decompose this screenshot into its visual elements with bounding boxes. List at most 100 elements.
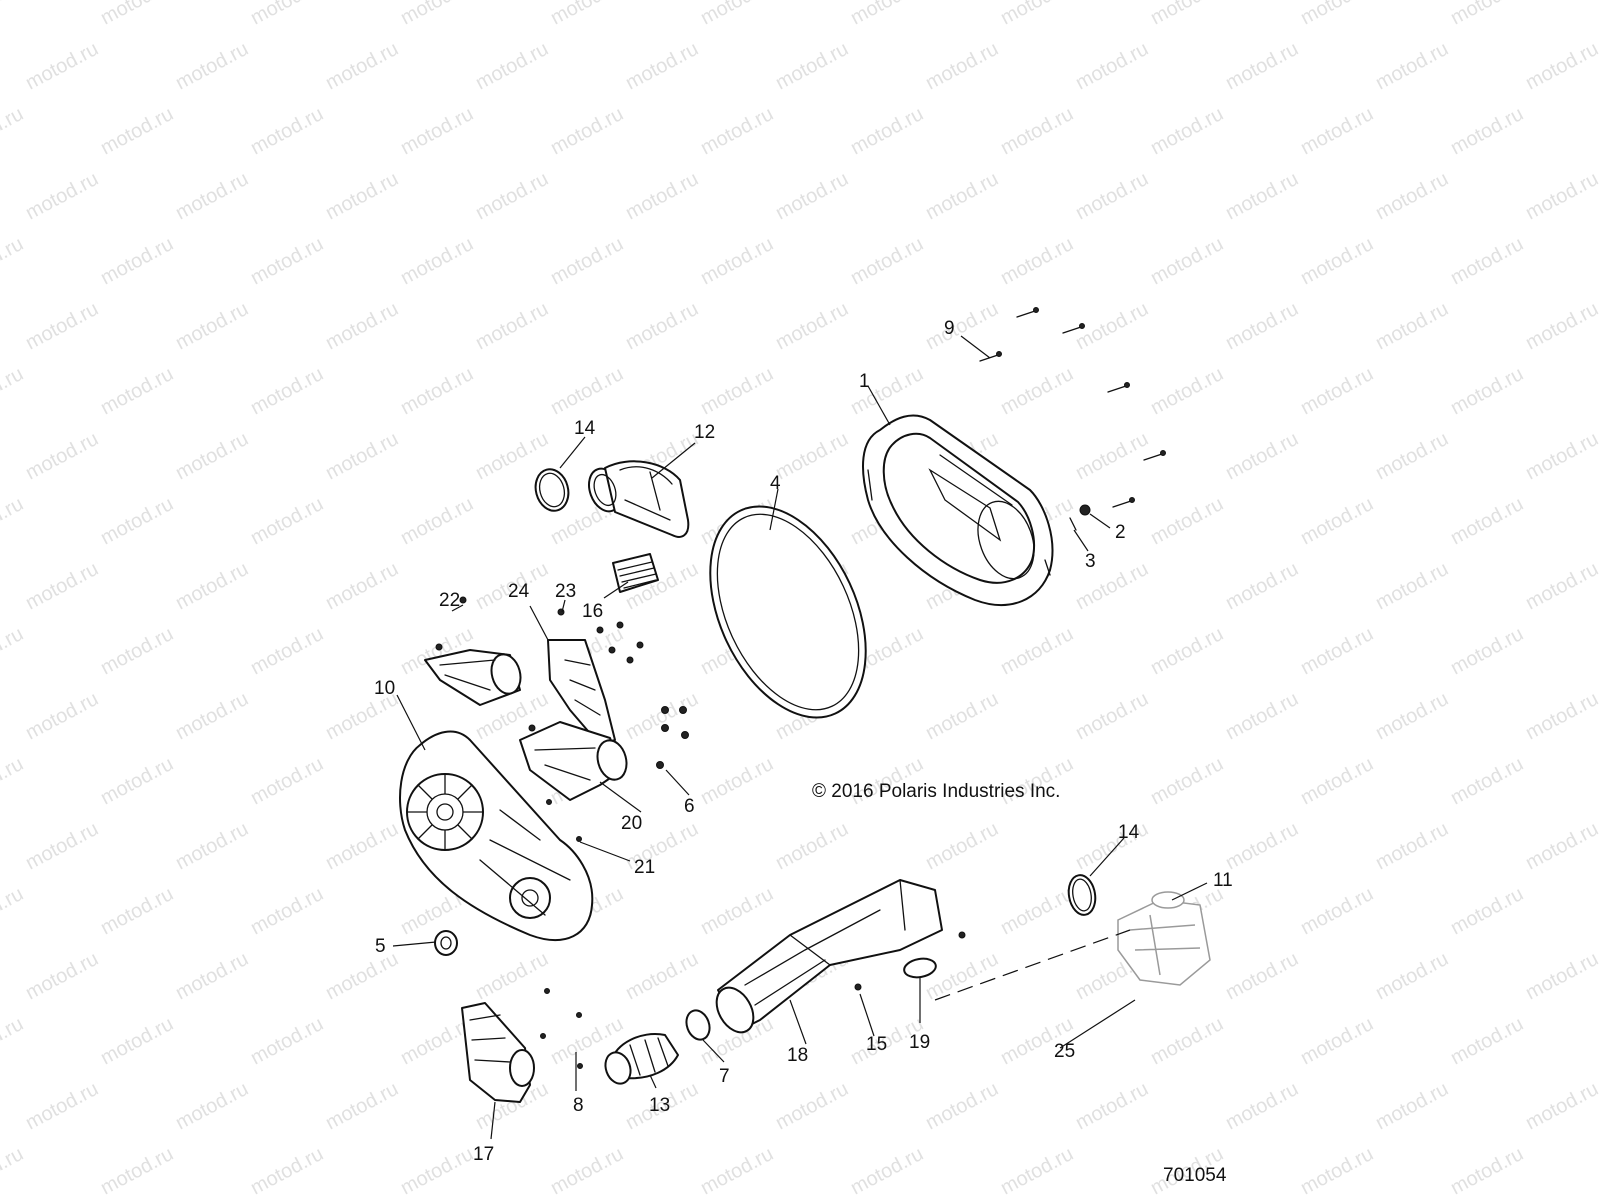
watermark-text: motod.ru — [997, 883, 1077, 939]
watermark-text: motod.ru — [322, 1078, 402, 1134]
part-long-duct-18 — [715, 879, 943, 1034]
watermark-text: motod.ru — [1072, 428, 1152, 484]
watermark-text: motod.ru — [0, 1143, 27, 1199]
watermark-text: motod.ru — [22, 818, 102, 874]
watermark-text: motod.ru — [1297, 753, 1377, 809]
callout-14-upper: 14 — [574, 418, 596, 439]
watermark-text: motod.ru — [172, 818, 252, 874]
callout-12: 12 — [694, 422, 715, 443]
watermark-text: motod.ru — [997, 363, 1077, 419]
watermark-text: motod.ru — [1372, 818, 1452, 874]
part-airbox-11 — [1117, 891, 1211, 986]
watermark-text: motod.ru — [247, 753, 327, 809]
watermark-text: motod.ru — [0, 233, 27, 289]
part-reference-line-25 — [934, 929, 1136, 1049]
part-bolts-9 — [979, 307, 1166, 508]
watermark-text: motod.ru — [172, 558, 252, 614]
callout-25: 25 — [1054, 1041, 1075, 1062]
watermark-text: motod.ru — [397, 233, 477, 289]
watermark-text: motod.ru — [772, 38, 852, 94]
watermark-text: motod.ru — [847, 233, 927, 289]
watermark-text: motod.ru — [1522, 558, 1600, 614]
watermark-text: motod.ru — [22, 168, 102, 224]
watermark-text: motod.ru — [0, 103, 27, 159]
watermark-text: motod.ru — [172, 688, 252, 744]
watermark-text: motod.ru — [697, 363, 777, 419]
part-screw-15 — [854, 931, 966, 991]
watermark-text: motod.ru — [247, 883, 327, 939]
watermark-text: motod.ru — [1522, 818, 1600, 874]
callout-14-lower: 14 — [1118, 822, 1140, 843]
copyright-notice: © 2016 Polaris Industries Inc. — [812, 781, 1060, 802]
watermark-text: motod.ru — [1372, 428, 1452, 484]
watermark-text: motod.ru — [97, 883, 177, 939]
watermark-text: motod.ru — [1297, 493, 1377, 549]
part-pin-3 — [1069, 517, 1077, 531]
part-drive-belt — [709, 505, 867, 719]
watermark-text: motod.ru — [1447, 1013, 1527, 1069]
watermark-text: motod.ru — [772, 818, 852, 874]
watermark-text: motod.ru — [772, 1078, 852, 1134]
watermark-text: motod.ru — [697, 753, 777, 809]
watermark-text: motod.ru — [997, 623, 1077, 679]
part-clamp-7 — [685, 1009, 711, 1041]
watermark-text: motod.ru — [1522, 168, 1600, 224]
callout-3: 3 — [1085, 551, 1096, 572]
watermark-text: motod.ru — [622, 948, 702, 1004]
watermark-text: motod.ru — [547, 1143, 627, 1199]
watermark-text: motod.ru — [697, 233, 777, 289]
watermark-text: motod.ru — [22, 558, 102, 614]
watermark-text: motod.ru — [697, 103, 777, 159]
watermark-text: motod.ru — [247, 0, 327, 29]
watermark-text: motod.ru — [1372, 948, 1452, 1004]
watermark-text: motod.ru — [922, 688, 1002, 744]
watermark-text: motod.ru — [1222, 38, 1302, 94]
part-clamp-14-lower — [1067, 874, 1097, 916]
watermark-text: motod.ru — [0, 753, 27, 809]
watermark-text: motod.ru — [1447, 883, 1527, 939]
watermark-text: motod.ru — [1222, 428, 1302, 484]
watermark-text: motod.ru — [247, 233, 327, 289]
watermark-text: motod.ru — [247, 623, 327, 679]
watermark-text: motod.ru — [1522, 948, 1600, 1004]
callout-9: 9 — [944, 318, 955, 339]
watermark-text: motod.ru — [1372, 168, 1452, 224]
watermark-text: motod.ru — [472, 38, 552, 94]
watermark-text: motod.ru — [697, 1143, 777, 1199]
callout-4: 4 — [770, 473, 781, 494]
watermark-text: motod.ru — [97, 233, 177, 289]
watermark-text: motod.ru — [22, 38, 102, 94]
watermark-text: motod.ru — [1522, 428, 1600, 484]
callout-8: 8 — [573, 1095, 584, 1116]
watermark-text: motod.ru — [172, 168, 252, 224]
callout-2: 2 — [1115, 522, 1126, 543]
watermark-text: motod.ru — [322, 818, 402, 874]
watermark-text: motod.ru — [22, 948, 102, 1004]
watermark-text: motod.ru — [1522, 688, 1600, 744]
watermark-text: motod.ru — [997, 103, 1077, 159]
watermark-text: motod.ru — [1222, 688, 1302, 744]
watermark-text: motod.ru — [1297, 103, 1377, 159]
watermark-text: motod.ru — [922, 298, 1002, 354]
watermark-text: motod.ru — [322, 168, 402, 224]
watermark-text: motod.ru — [847, 1143, 927, 1199]
watermark-text: motod.ru — [1147, 363, 1227, 419]
watermark-text: motod.ru — [247, 363, 327, 419]
callout-18: 18 — [787, 1045, 808, 1066]
watermark-text: motod.ru — [1072, 1078, 1152, 1134]
watermark-text: motod.ru — [397, 493, 477, 549]
watermark-text: motod.ru — [247, 1143, 327, 1199]
watermark-text: motod.ru — [1147, 753, 1227, 809]
part-outer-cover — [862, 414, 1054, 607]
watermark-text: motod.ru — [547, 363, 627, 419]
watermark-text: motod.ru — [97, 493, 177, 549]
watermark-text: motod.ru — [997, 233, 1077, 289]
watermark-text: motod.ru — [847, 0, 927, 29]
watermark-text: motod.ru — [847, 103, 927, 159]
callout-13: 13 — [649, 1095, 670, 1116]
part-hose-13 — [604, 1033, 679, 1085]
watermark-text: motod.ru — [0, 623, 27, 679]
watermark-text: motod.ru — [1372, 38, 1452, 94]
watermark-text: motod.ru — [1372, 688, 1452, 744]
